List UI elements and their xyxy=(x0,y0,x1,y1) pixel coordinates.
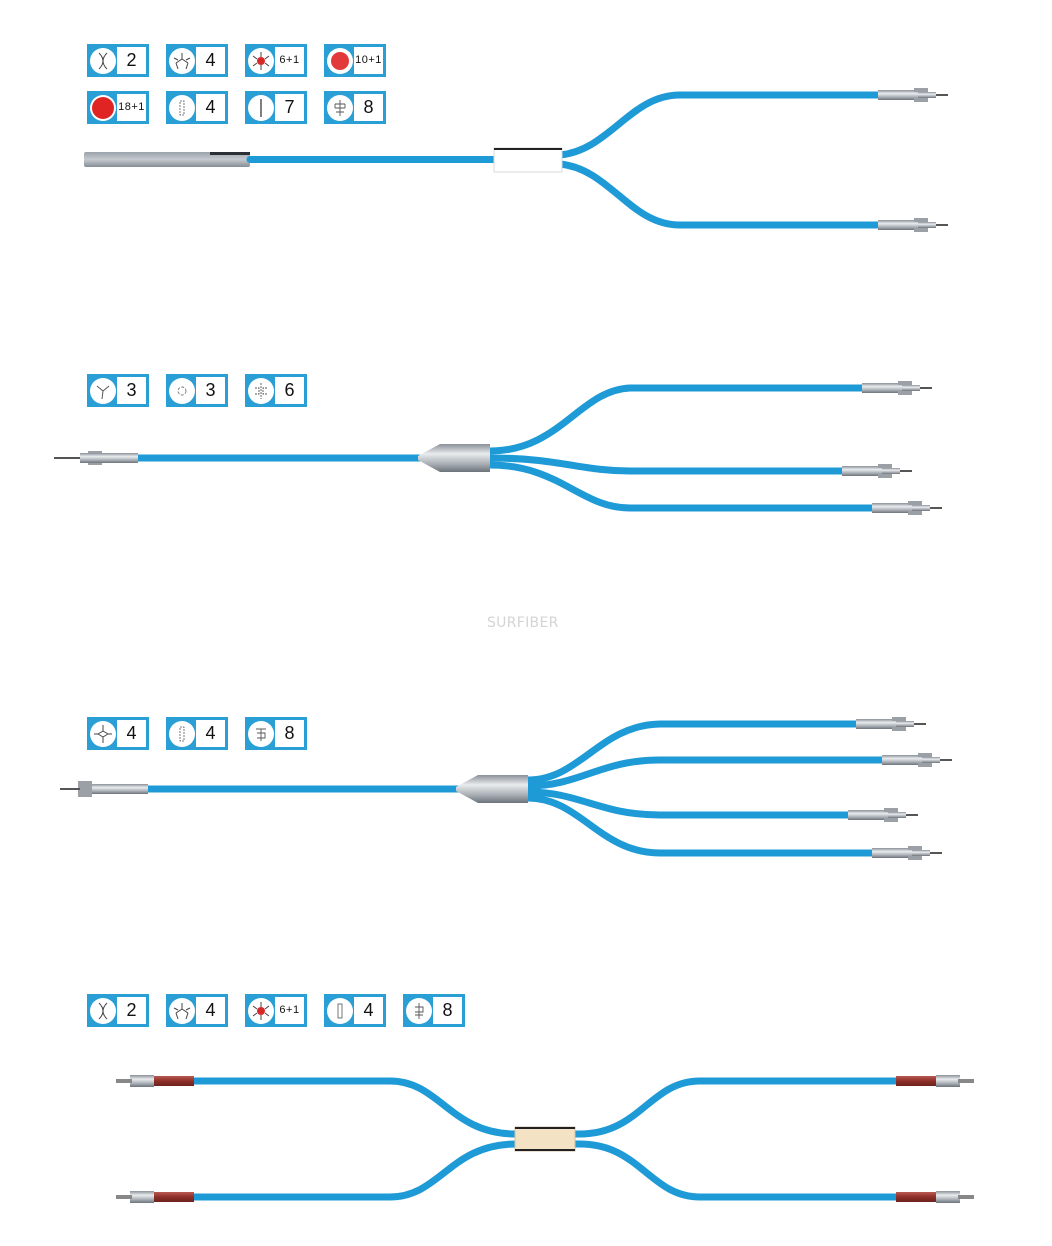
fiber-count-badge: 8 xyxy=(324,91,386,124)
fiber-4-flat-icon xyxy=(169,95,195,121)
fiber-count-badge: 2 xyxy=(87,994,149,1027)
fiber-count-label: 8 xyxy=(275,720,304,747)
fiber-4-core-icon xyxy=(90,721,116,747)
fiber-count-badge: 4 xyxy=(166,717,228,750)
fiber-8-flat-icon xyxy=(248,721,274,747)
fiber-count-badge: 4 xyxy=(166,994,228,1027)
fiber-7-flat-icon xyxy=(248,95,274,121)
fiber-connector xyxy=(878,88,948,102)
fiber-count-label: 8 xyxy=(433,997,462,1024)
fiber-6-core-icon xyxy=(248,378,274,404)
red-sleeve xyxy=(896,1076,938,1086)
red-sleeve xyxy=(152,1076,194,1086)
watermark: SURFIBER xyxy=(487,615,559,631)
fiber-18plus1-core-icon xyxy=(90,95,116,121)
fiber-count-label: 6+1 xyxy=(275,997,304,1024)
fiber-connector xyxy=(882,753,952,767)
fiber-count-badge: 10+1 xyxy=(324,44,386,77)
fiber-6plus1-core-icon xyxy=(248,998,274,1024)
fiber-10plus1-core-icon xyxy=(327,48,353,74)
fiber-count-badge: 8 xyxy=(245,717,307,750)
fiber-connector xyxy=(872,501,942,515)
fiber-count-label: 4 xyxy=(354,997,383,1024)
fiber-4-core-icon xyxy=(169,48,195,74)
fiber-count-label: 3 xyxy=(196,377,225,404)
fiber-count-label: 3 xyxy=(117,377,146,404)
fiber-count-badge: 4 xyxy=(166,91,228,124)
fiber-count-label: 4 xyxy=(196,47,225,74)
cable-assembly-1 xyxy=(84,88,948,232)
fiber-count-label: 2 xyxy=(117,997,146,1024)
cable-assembly-2 xyxy=(54,381,942,515)
fiber-count-label: 7 xyxy=(275,94,304,121)
fiber-4-core-icon xyxy=(169,998,195,1024)
fiber-count-label: 4 xyxy=(196,997,225,1024)
fiber-4-flat-icon xyxy=(169,721,195,747)
fiber-4-flat-icon xyxy=(327,998,353,1024)
splice-sleeve xyxy=(514,1126,576,1152)
cable-assembly-4 xyxy=(116,1075,974,1203)
fiber-count-badge: 18+1 xyxy=(87,91,149,124)
fiber-count-label: 2 xyxy=(117,47,146,74)
fiber-count-badge: 4 xyxy=(166,44,228,77)
fiber-count-badge: 6 xyxy=(245,374,307,407)
fiber-count-badge: 6+1 xyxy=(245,994,307,1027)
fiber-connector xyxy=(848,808,918,822)
fiber-connector xyxy=(878,218,948,232)
fiber-connector xyxy=(872,846,942,860)
fiber-8-flat-icon xyxy=(406,998,432,1024)
fiber-count-badge: 4 xyxy=(324,994,386,1027)
fiber-count-badge: 8 xyxy=(403,994,465,1027)
fiber-6plus1-core-icon xyxy=(248,48,274,74)
fiber-connector xyxy=(842,464,912,478)
fiber-3-ring-icon xyxy=(169,378,195,404)
red-sleeve xyxy=(152,1192,194,1202)
fiber-2-core-icon xyxy=(90,48,116,74)
conical-splice xyxy=(418,444,490,472)
red-sleeve xyxy=(896,1192,938,1202)
fiber-count-badge: 6+1 xyxy=(245,44,307,77)
fiber-count-label: 4 xyxy=(196,720,225,747)
fiber-count-label: 6+1 xyxy=(275,47,304,74)
cable-assembly-3 xyxy=(60,717,952,860)
fiber-count-label: 4 xyxy=(196,94,225,121)
fiber-count-badge: 3 xyxy=(166,374,228,407)
steel-tube xyxy=(84,152,250,167)
fiber-connector xyxy=(856,717,926,731)
fiber-count-label: 18+1 xyxy=(117,94,146,121)
fiber-count-badge: 3 xyxy=(87,374,149,407)
fiber-count-label: 10+1 xyxy=(354,47,383,74)
fiber-8-flat-icon xyxy=(327,95,353,121)
fiber-count-badge: 7 xyxy=(245,91,307,124)
fiber-count-label: 6 xyxy=(275,377,304,404)
fiber-count-badge: 2 xyxy=(87,44,149,77)
fiber-count-badge: 4 xyxy=(87,717,149,750)
conical-splice xyxy=(456,775,528,803)
splice-sleeve xyxy=(493,147,563,173)
fiber-3-core-icon xyxy=(90,378,116,404)
fiber-2-core-icon xyxy=(90,998,116,1024)
fiber-connector xyxy=(862,381,932,395)
fiber-count-label: 4 xyxy=(117,720,146,747)
fiber-count-label: 8 xyxy=(354,94,383,121)
